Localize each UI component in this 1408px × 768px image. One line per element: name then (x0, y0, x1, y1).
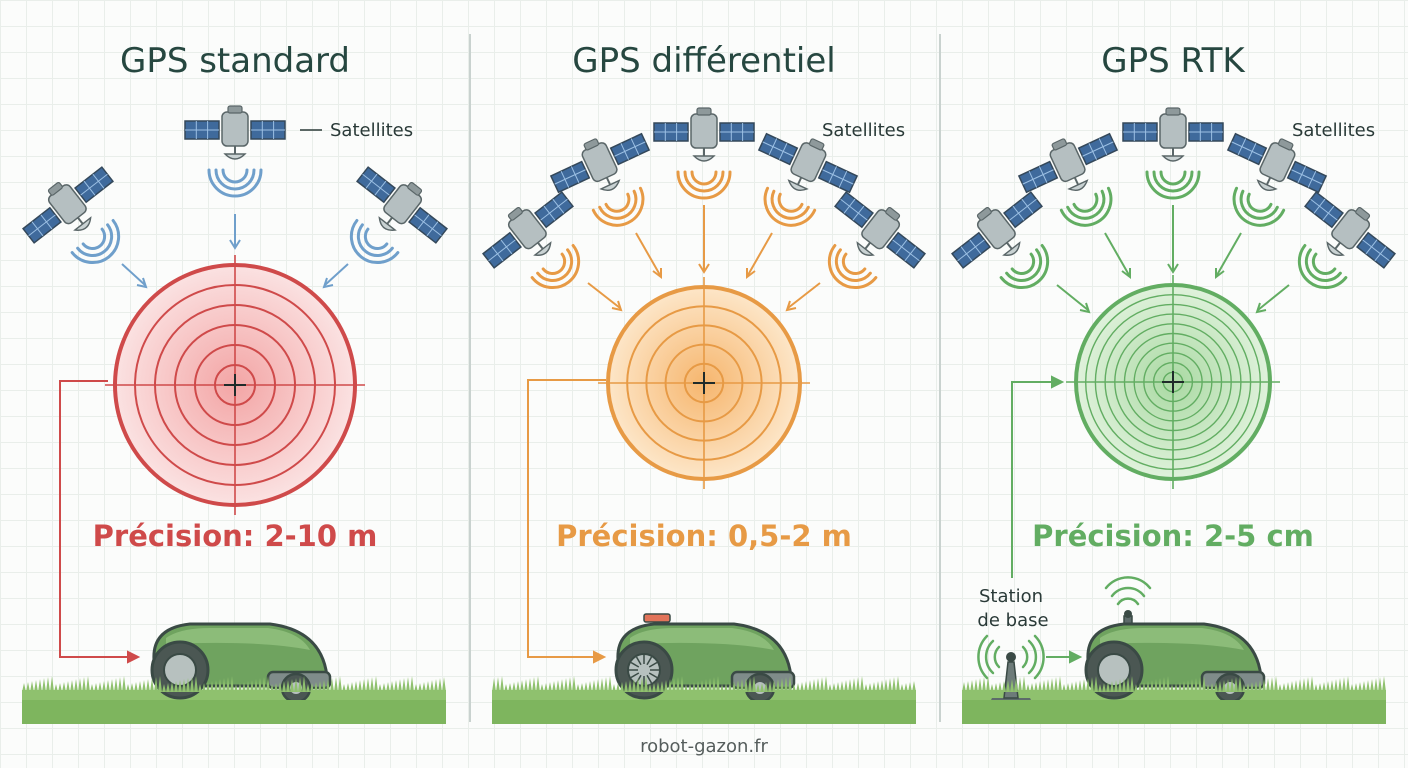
satellite-icon (1297, 191, 1396, 290)
signal-path-arrow (59, 380, 141, 664)
precision-target (105, 255, 365, 515)
signal-arrows (121, 214, 349, 289)
satellite-icon (1226, 132, 1328, 227)
panel-differentiel: GPS différentiel Satellites Précision: 0… (482, 41, 926, 724)
signal-arrows (587, 205, 821, 312)
precision-label: Précision: 0,5-2 m (556, 519, 852, 553)
base-station-link-arrow (1011, 375, 1083, 664)
satellite-icon (22, 166, 121, 265)
satellite-icon (1017, 132, 1119, 227)
satellite-icon (757, 132, 859, 227)
signal-path-arrow (527, 379, 607, 664)
satellites-label: Satellites (822, 120, 905, 141)
satellite-icon (653, 107, 755, 200)
panel-standard: GPS standard Satellites Précision: 2-10 … (22, 41, 448, 724)
satellite-icon (549, 132, 651, 227)
base-station-label: Station (979, 586, 1043, 607)
precision-label: Précision: 2-10 m (93, 519, 378, 553)
satellite-icon (482, 191, 581, 290)
satellites-label: Satellites (1292, 120, 1375, 141)
satellite-icon (951, 191, 1050, 290)
satellites-label: Satellites (330, 120, 413, 141)
robot-mower-icon (150, 622, 332, 704)
satellite-icon (349, 166, 448, 265)
precision-target (1066, 275, 1280, 489)
base-station-label: de base (977, 610, 1048, 631)
satellites-group (482, 107, 926, 290)
satellite-icon (1122, 107, 1224, 200)
panel-title: GPS standard (120, 41, 350, 81)
satellite-icon (184, 105, 286, 198)
panel-rtk: GPS RTK Satellites Précision: 2-5 cm Sta… (951, 41, 1396, 724)
satellites-group (951, 107, 1396, 290)
precision-label: Précision: 2-5 cm (1032, 519, 1314, 553)
satellites-group (22, 105, 448, 265)
panel-title: GPS différentiel (572, 41, 835, 81)
signal-arrows (1056, 205, 1290, 314)
footer-source: robot-gazon.fr (640, 736, 768, 757)
robot-mower-icon (1084, 576, 1266, 704)
panel-title: GPS RTK (1101, 41, 1246, 81)
satellite-icon (827, 191, 926, 290)
precision-target (598, 277, 810, 489)
